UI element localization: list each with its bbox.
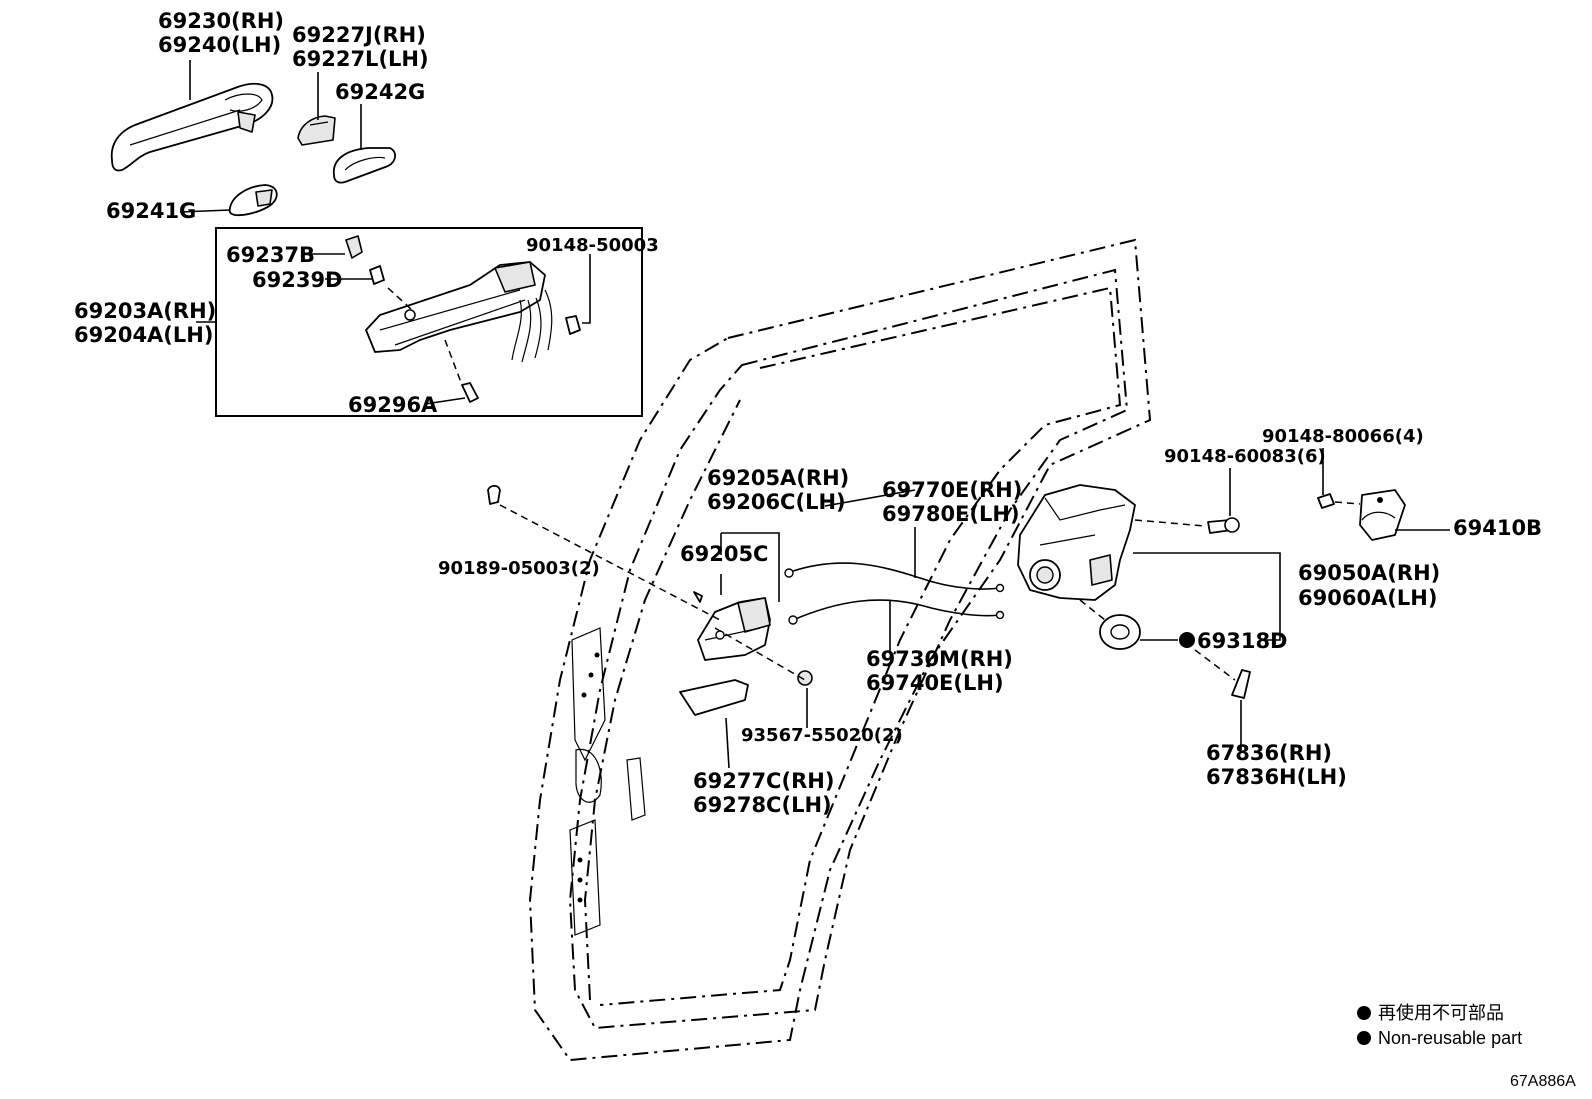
bezel-part	[679, 679, 749, 716]
cylinder-part	[345, 235, 363, 259]
legend: 再使用不可部品 Non-reusable part	[1357, 1003, 1522, 1048]
striker-part	[1359, 489, 1406, 541]
screw-inside-part	[797, 670, 813, 686]
legend-dot-2	[1357, 1031, 1371, 1045]
label-69060a: 69060A(LH)	[1298, 586, 1437, 610]
label-69730m: 69730M(RH)	[866, 647, 1013, 671]
handle-cap-part	[297, 115, 336, 146]
pin-part	[461, 382, 479, 403]
label-90189-05003: 90189-05003(2)	[438, 558, 600, 579]
part-labels: 69230(RH) 69240(LH) 69227J(RH) 69227L(LH…	[74, 9, 1542, 817]
label-69318d: 69318D	[1197, 629, 1288, 653]
outside-handle-part	[110, 82, 274, 172]
label-69206c: 69206C(LH)	[707, 490, 846, 514]
label-69770e: 69770E(RH)	[882, 478, 1022, 502]
door-lock-assy-part	[1017, 484, 1136, 601]
label-69237b: 69237B	[226, 243, 315, 267]
label-67836: 67836(RH)	[1206, 741, 1332, 765]
label-69230: 69230(RH)	[158, 9, 284, 33]
label-69227j: 69227J(RH)	[292, 23, 426, 47]
legend-line-2: Non-reusable part	[1378, 1028, 1522, 1048]
label-69205c: 69205C	[680, 542, 768, 566]
inside-handle-part	[697, 597, 771, 661]
label-67836h: 67836H(LH)	[1206, 765, 1347, 789]
lock-screw-part	[1207, 517, 1240, 534]
label-69241g: 69241G	[106, 199, 196, 223]
grommet-part	[1231, 669, 1251, 699]
clip-part	[487, 484, 501, 505]
label-69205a: 69205A(RH)	[707, 466, 849, 490]
label-69278c: 69278C(LH)	[693, 793, 832, 817]
label-69239d: 69239D	[252, 268, 343, 292]
label-90148-60083: 90148-60083(6)	[1164, 446, 1326, 467]
frame-assy-part	[365, 261, 553, 363]
label-69410b: 69410B	[1453, 516, 1542, 540]
label-69203a: 69203A(RH)	[74, 299, 216, 323]
lock-cables	[784, 562, 1005, 625]
label-69204a: 69204A(LH)	[74, 323, 213, 347]
label-69296a: 69296A	[348, 393, 438, 417]
label-69780e: 69780E(LH)	[882, 502, 1020, 526]
handle-pad-part	[333, 147, 396, 184]
non-reusable-dot	[1179, 632, 1195, 648]
label-69050a: 69050A(RH)	[1298, 561, 1440, 585]
lock-washer-part	[1099, 614, 1141, 650]
label-93567-55020: 93567-55020(2)	[741, 725, 903, 746]
label-90148-80066: 90148-80066(4)	[1262, 426, 1424, 447]
legend-line-1: 再使用不可部品	[1378, 1003, 1504, 1023]
handle-pad-front-part	[228, 184, 278, 217]
striker-screw-part	[1317, 493, 1335, 509]
rear-door-outline	[528, 238, 1152, 1062]
seal-part	[369, 265, 385, 285]
dashed-leaders	[387, 287, 1361, 681]
legend-dot-1	[1357, 1006, 1371, 1020]
stopper-part	[693, 591, 703, 603]
label-69277c: 69277C(RH)	[693, 769, 834, 793]
label-69227l: 69227L(LH)	[292, 47, 429, 71]
label-69740e: 69740E(LH)	[866, 671, 1004, 695]
leader-lines	[179, 60, 1450, 769]
label-69242g: 69242G	[335, 80, 425, 104]
label-69240: 69240(LH)	[158, 33, 281, 57]
screw-part	[565, 315, 581, 335]
diagram-reference-code: 67A886A	[1510, 1073, 1576, 1090]
label-90148-50003: 90148-50003	[526, 235, 659, 256]
